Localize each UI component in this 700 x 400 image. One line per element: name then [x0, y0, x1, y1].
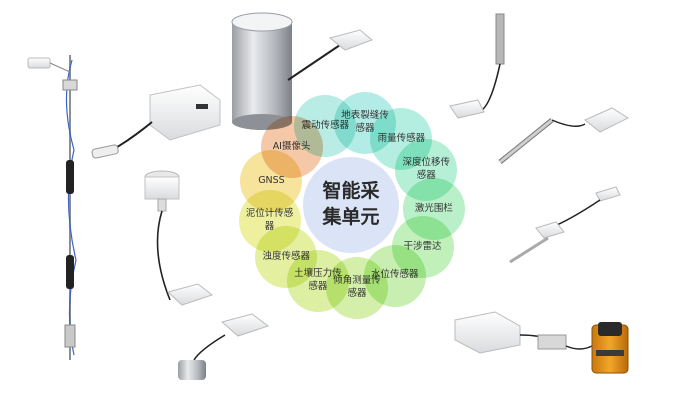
sensor-petal-label: 地表裂缝传感器: [341, 110, 389, 135]
sensor-petal-label: 泥位计传感器: [245, 208, 294, 232]
center-unit-circle: 智能采集单元: [303, 157, 399, 253]
displacement-sensor-rod: [498, 107, 630, 164]
sensor-petal-label: 水位传感器: [371, 269, 419, 281]
sensor-petal-label: AI摄像头: [272, 140, 311, 152]
borehole-inclinometer-chain: [27, 55, 78, 360]
sensor-petal-label: 震动传感器: [301, 119, 350, 131]
sensor-petal-label: 深度位移传感器: [402, 157, 451, 182]
sensor-petal-label: 土壤压力传感器: [294, 268, 342, 293]
sensor-petal: AI摄像头: [260, 116, 323, 179]
mud-level-sensor: [178, 313, 270, 380]
sensor-petal-label: 倾角测量传感器: [333, 274, 381, 299]
laser-fence-module: [454, 311, 567, 354]
vibration-sensor-module: [328, 29, 373, 51]
center-unit-title: 智能采集单元: [322, 180, 380, 228]
sensor-petal-label: GNSS: [258, 174, 285, 186]
sensor-petal-label: 雨量传感器: [377, 132, 426, 144]
inclination-sensor: [509, 186, 621, 264]
sensor-petal-label: 干涉雷达: [403, 240, 442, 252]
sensor-petal-label: 激光围栏: [414, 202, 453, 214]
gnss-antenna: [144, 170, 214, 306]
interferometric-radar: [565, 322, 629, 374]
crack-meter-probe: [449, 13, 505, 119]
monitoring-terminal-box: [91, 84, 221, 159]
sensor-petal-label: 浊度传感器: [262, 250, 311, 262]
